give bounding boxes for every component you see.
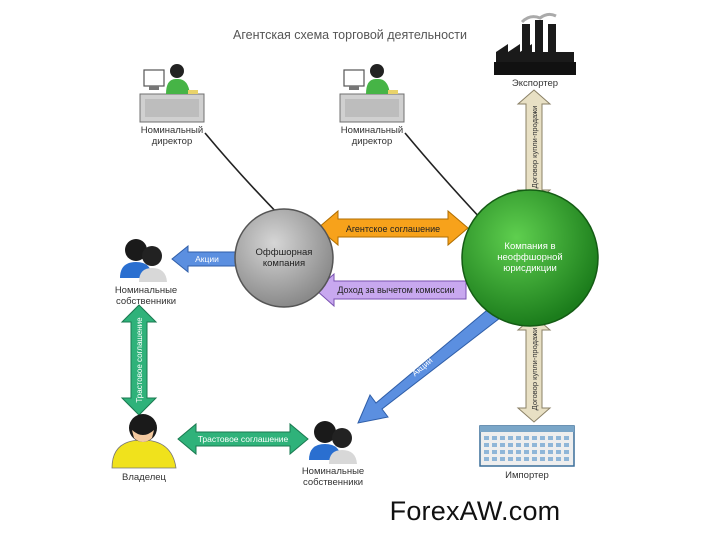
building-window (564, 436, 569, 440)
shares-left-label: Акции (195, 254, 219, 264)
nominal-owners-left-icon (120, 239, 167, 282)
building-window (556, 450, 561, 454)
building-window (548, 436, 553, 440)
building-window (548, 457, 553, 461)
building-window (516, 457, 521, 461)
sale-contract-bottom-arrow (516, 315, 552, 423)
building-window (540, 457, 545, 461)
building-window (524, 450, 529, 454)
building-window (564, 457, 569, 461)
agency-agreement-arrow (317, 209, 469, 247)
importer-building-icon (479, 425, 575, 467)
building-window (500, 443, 505, 447)
building-window (540, 436, 545, 440)
building-window (516, 436, 521, 440)
nominal-director-right-icon (339, 64, 405, 123)
building-window (548, 450, 553, 454)
income-label: Доход за вычетом комиссии (337, 285, 454, 295)
trust-horizontal-label: Трастовое соглашение (198, 434, 289, 444)
building-window (508, 436, 513, 440)
non-offshore-company-label: Компания в неоффшорной юрисдикции (497, 241, 563, 274)
building-window (540, 450, 545, 454)
nominal-director-left-icon (139, 64, 205, 123)
exporter-label: Экспортер (511, 78, 559, 89)
agency-agreement-label: Агентское соглашение (346, 224, 440, 234)
building-window (500, 450, 505, 454)
building-window (484, 457, 489, 461)
building-window (540, 443, 545, 447)
building-window (484, 436, 489, 440)
building-window (532, 450, 537, 454)
trust-horizontal-arrow (177, 422, 309, 456)
non-offshore-company-circle (461, 189, 599, 327)
building-window (524, 457, 529, 461)
building-window (500, 457, 505, 461)
building-window (516, 450, 521, 454)
nominal-owners-bottom-icon (309, 421, 357, 464)
building-window (484, 450, 489, 454)
building-window (500, 436, 505, 440)
building-window (532, 443, 537, 447)
building-window (492, 436, 497, 440)
trust-vertical-label: Трастовое соглашение (135, 317, 144, 403)
owner-label: Владелец (122, 472, 166, 483)
nominal-owners-bottom-label: Номинальные собственники (301, 466, 365, 488)
owner-icon (111, 414, 177, 469)
shares-diagonal-arrow (357, 305, 501, 424)
building-window (564, 450, 569, 454)
building-window (484, 443, 489, 447)
building-window (492, 457, 497, 461)
building-window (492, 450, 497, 454)
building-window (508, 457, 513, 461)
building-window (508, 443, 513, 447)
building-window (524, 443, 529, 447)
factory-icon (494, 12, 576, 75)
building-window (524, 436, 529, 440)
nominal-owners-left-label: Номинальные собственники (114, 285, 178, 307)
building-window (532, 457, 537, 461)
watermark: ForexAW.com (389, 496, 561, 526)
building-window (564, 443, 569, 447)
sale-contract-bottom-label: Договор купли-продажи (530, 328, 539, 411)
building-window (516, 443, 521, 447)
building-window (532, 436, 537, 440)
sale-contract-top-label: Договор купли-продажи (530, 106, 539, 189)
building-window (556, 443, 561, 447)
building-window (548, 443, 553, 447)
importer-label: Импортер (505, 470, 549, 481)
nominal-director-right-label: Номинальный директор (340, 125, 404, 147)
income-arrow (315, 272, 467, 308)
building-window (556, 457, 561, 461)
director-left-link (204, 132, 283, 219)
nominal-director-left-label: Номинальный директор (140, 125, 204, 147)
offshore-company-label: Оффшорная компания (255, 247, 313, 269)
building-window (508, 450, 513, 454)
building-window (492, 443, 497, 447)
director-right-link (404, 132, 483, 221)
diagram-title: Агентская схема торговой деятельности (233, 28, 467, 42)
offshore-company-circle (234, 208, 334, 308)
building-window (556, 436, 561, 440)
